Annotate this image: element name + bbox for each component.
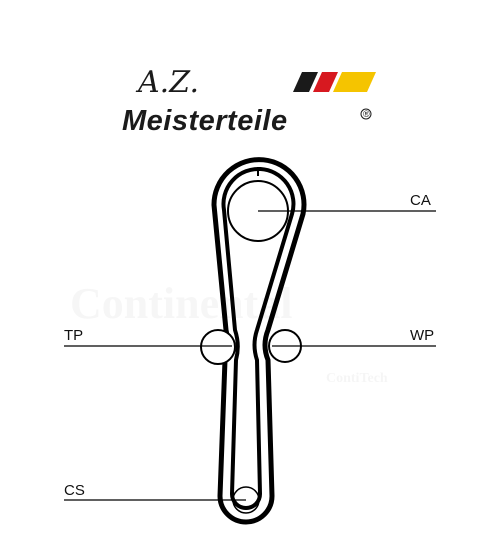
logo-script-text: A.Z.: [135, 65, 199, 100]
watermark: Continental ContiTech: [326, 371, 388, 386]
belt-inner: [221, 167, 296, 510]
label-cs: CS: [64, 482, 85, 499]
logo-brand-text: Meisterteile: [122, 105, 288, 137]
flag-icon: [293, 72, 376, 92]
belt-outer: [211, 157, 307, 525]
svg-text:®: ®: [363, 109, 370, 119]
label-ca: CA: [410, 192, 431, 209]
pulley-tp: TP: [64, 327, 236, 365]
timing-belt: [211, 157, 307, 525]
pulley-cs: CS: [64, 482, 260, 514]
registered-icon: ®: [360, 108, 372, 120]
label-tp: TP: [64, 327, 83, 344]
pulley-ca: CA: [227, 180, 436, 242]
pulley-wp: WP: [268, 327, 436, 363]
label-wp: WP: [410, 327, 434, 344]
tp-pulley-circle: [200, 329, 236, 365]
brand-logo: A.Z. Meisterteile ®: [122, 65, 376, 137]
watermark-subtext: ContiTech: [326, 371, 388, 386]
